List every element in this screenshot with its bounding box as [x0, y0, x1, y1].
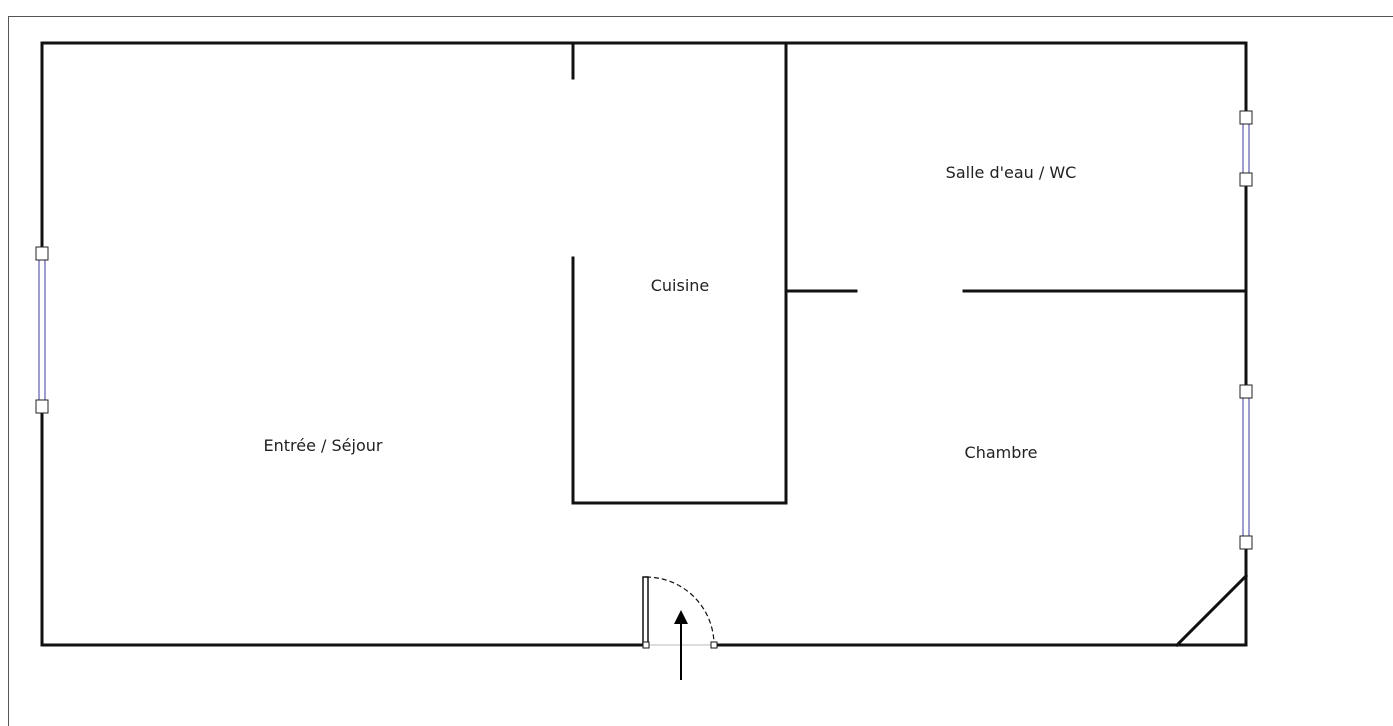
room-label-salle-eau-wc: Salle d'eau / WC: [946, 163, 1077, 182]
drawing-frame: [8, 16, 1393, 726]
door-hinge-right: [710, 641, 718, 649]
window-bedroom-end-bottom: [1239, 535, 1253, 550]
up-arrow-icon: [674, 610, 688, 680]
window-left-end-top: [35, 246, 49, 261]
door-leaf: [642, 576, 649, 646]
window-bedroom: [1239, 384, 1253, 550]
room-label-cuisine: Cuisine: [651, 276, 710, 295]
exterior-walls: [40, 41, 1249, 648]
window-left: [35, 246, 49, 414]
window-bathroom-glass: [1242, 117, 1250, 181]
window-left-glass: [38, 253, 46, 408]
room-label-entree-sejour: Entrée / Séjour: [264, 436, 383, 455]
room-label-chambre: Chambre: [965, 443, 1038, 462]
window-bedroom-end-top: [1239, 384, 1253, 399]
window-bathroom: [1239, 110, 1253, 187]
door-hinge-left: [642, 641, 650, 649]
window-bathroom-end-top: [1239, 110, 1253, 125]
interior-walls: [571, 41, 1248, 505]
window-bedroom-glass: [1242, 391, 1250, 544]
window-left-end-bottom: [35, 399, 49, 414]
window-bathroom-end-bottom: [1239, 172, 1253, 187]
arrow-head: [674, 610, 688, 624]
corner-diagonal-wall: [1174, 573, 1249, 648]
